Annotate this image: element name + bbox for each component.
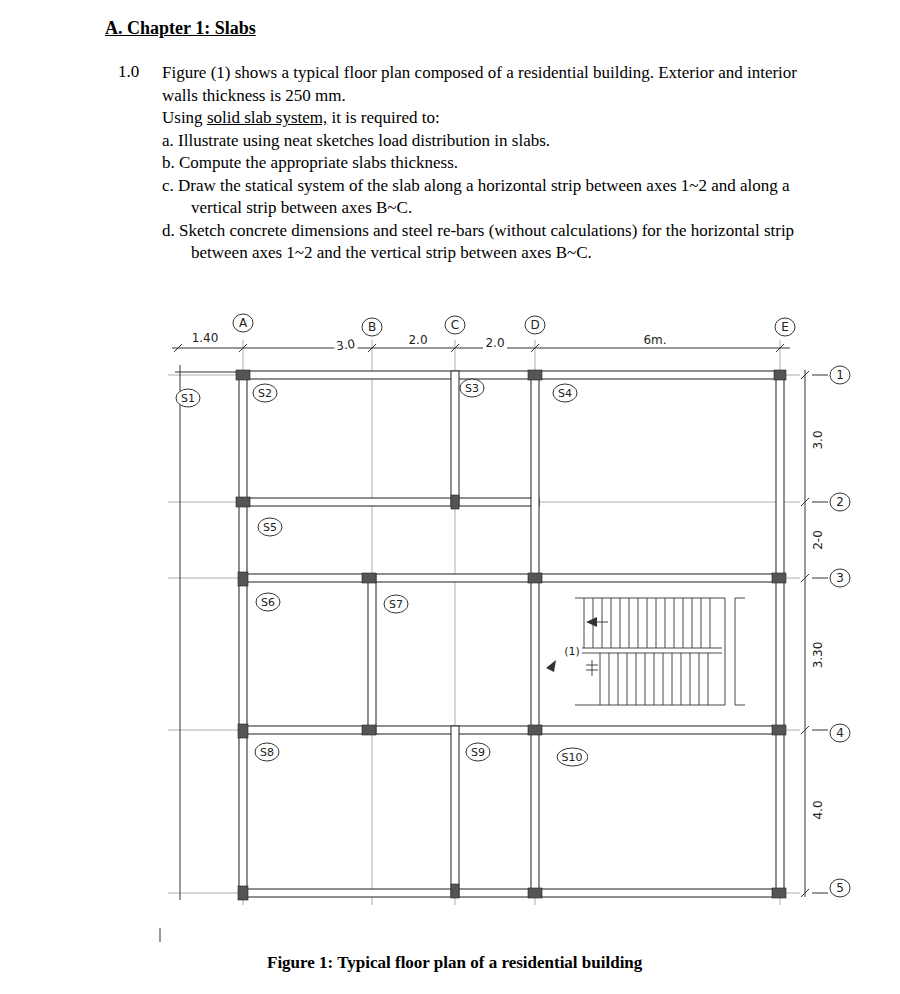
slab-label: S5 — [257, 517, 283, 537]
bubble-ellipse — [233, 314, 253, 332]
stair-number: (1) — [562, 645, 582, 658]
bubble-ellipse — [460, 379, 484, 397]
stair-arrows — [546, 617, 597, 672]
beams — [239, 371, 784, 897]
axis-bubble: 4 — [829, 723, 851, 743]
task-item: d. Sketch concrete dimensions and steel … — [162, 220, 822, 265]
bubble-ellipse — [830, 493, 850, 511]
bubble-ellipse — [525, 316, 545, 334]
bubble-ellipse — [553, 384, 577, 402]
slab-label: S4 — [552, 383, 578, 403]
slab-name: S2 — [258, 388, 272, 399]
axis-bubble: A — [232, 313, 254, 333]
question-paragraph: Figure (1) shows a typical floor plan co… — [162, 62, 822, 107]
dimension-label: 2-0 — [811, 528, 825, 552]
axis-bubble: 1 — [829, 365, 851, 385]
dimension-label: 4.0 — [811, 798, 825, 821]
dimension-label: 6m. — [641, 333, 668, 347]
slab-name: S8 — [260, 747, 274, 758]
bubble-ellipse — [830, 366, 850, 384]
question-text-part: solid slab system, — [207, 108, 327, 127]
axis-bubble: E — [774, 317, 796, 337]
dimension-label: 2.0 — [406, 333, 429, 347]
axis-name: 2 — [836, 496, 844, 508]
axis-bubble: C — [444, 315, 466, 335]
task-item: c. Draw the statical system of the slab … — [162, 175, 822, 220]
slab-name: S10 — [562, 752, 583, 763]
slab-label: S3 — [459, 378, 485, 398]
bubble-ellipse — [445, 316, 465, 334]
slab-name: S1 — [181, 393, 195, 404]
bubble-ellipse — [256, 593, 280, 611]
axis-name: 4 — [836, 727, 844, 739]
page-title: A. Chapter 1: Slabs — [105, 18, 256, 39]
cantilever-edge — [160, 365, 243, 942]
axis-bubble: 5 — [829, 878, 851, 898]
slab-label: S6 — [255, 592, 281, 612]
slab-label: S9 — [465, 742, 491, 762]
dimension-lines — [172, 344, 828, 897]
question-text-part: Using — [162, 108, 203, 127]
axis-name: B — [368, 321, 376, 333]
dimension-label: 1.40 — [190, 331, 221, 345]
bubble-ellipse — [466, 743, 490, 761]
task-item: a. Illustrate using neat sketches load d… — [162, 130, 822, 153]
slab-name: S7 — [389, 599, 403, 610]
slab-label: S8 — [254, 742, 280, 762]
axis-name: C — [451, 319, 459, 331]
axis-name: E — [781, 321, 789, 333]
figure-caption: Figure 1: Typical floor plan of a reside… — [267, 953, 642, 973]
bubble-ellipse — [253, 384, 277, 402]
axis-bubble: D — [524, 315, 546, 335]
slab-label: S7 — [383, 594, 409, 614]
question-line: Usingsolid slab system, it is required to… — [162, 107, 822, 130]
slab-name: S4 — [558, 388, 572, 399]
axis-name: A — [239, 317, 247, 329]
bubble-ellipse — [830, 724, 850, 742]
slab-name: S9 — [471, 747, 485, 758]
axis-name: 3 — [836, 572, 844, 584]
grid-lines — [168, 340, 800, 905]
bubble-ellipse — [258, 518, 282, 536]
slab-name: S3 — [465, 383, 479, 394]
slab-name: S6 — [261, 597, 275, 608]
slab-label: S10 — [556, 747, 589, 767]
axis-name: 5 — [836, 882, 844, 894]
columns — [236, 370, 786, 900]
bubble-ellipse — [775, 318, 795, 336]
axis-bubble: 2 — [829, 492, 851, 512]
slab-name: S5 — [263, 522, 277, 533]
axis-bubble: 3 — [829, 568, 851, 588]
dimension-label: 3.0 — [811, 428, 825, 451]
slab-label: S2 — [252, 383, 278, 403]
bubble-ellipse — [176, 389, 200, 407]
bubble-ellipse — [830, 879, 850, 897]
bubble-ellipse — [557, 748, 588, 766]
slab-label: S1 — [175, 388, 201, 408]
bubble-ellipse — [384, 595, 408, 613]
staircase — [575, 598, 745, 705]
dimension-label: 3.30 — [811, 640, 825, 671]
axis-name: D — [530, 319, 539, 331]
dimension-label: 2.0 — [483, 336, 506, 350]
question-number: 1.0 — [118, 62, 139, 82]
dimension-label: 3.0 — [334, 336, 359, 353]
axis-bubble: B — [361, 317, 383, 337]
bubble-ellipse — [255, 743, 279, 761]
question-text-part: it is required to: — [332, 108, 440, 127]
axis-name: 1 — [836, 369, 844, 381]
bubble-ellipse — [362, 318, 382, 336]
question-text: Figure (1) shows a typical floor plan co… — [162, 62, 822, 265]
task-item: b. Compute the appropriate slabs thickne… — [162, 152, 822, 175]
bubble-ellipse — [830, 569, 850, 587]
